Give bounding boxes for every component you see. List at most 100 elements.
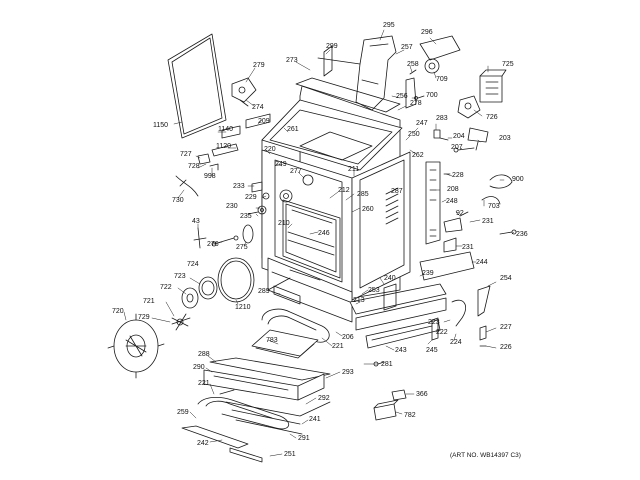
part-label-231-lower: 231 [462,244,474,251]
part-label-253: 253 [368,287,380,294]
part-label-231-upper: 231 [482,218,494,225]
part-label-211: 211 [348,166,360,173]
part-label-243: 243 [395,347,407,354]
part-label-247: 247 [416,120,428,127]
part-label-257: 257 [401,44,413,51]
part-label-279: 279 [253,62,265,69]
part-label-273: 273 [286,57,298,64]
part-label-288: 288 [198,351,210,358]
left-mid-components [211,181,270,247]
part-label-235: 235 [240,213,252,220]
part-label-260: 260 [362,206,374,213]
part-label-206: 206 [342,334,354,341]
part-label-728: 728 [188,163,200,170]
part-label-259: 259 [177,409,189,416]
part-label-293: 293 [342,369,354,376]
part-label-1150: 1150 [153,122,169,129]
part-label-900: 900 [512,176,524,183]
part-label-256: 256 [396,93,408,100]
part-label-245: 245 [426,347,438,354]
part-label-240: 240 [384,275,396,282]
part-label-276: 276 [207,241,219,248]
art-number: (ART NO. WB14397 C3) [450,452,521,459]
part-label-725: 725 [502,61,514,68]
part-label-296: 296 [421,29,433,36]
part-label-227: 227 [500,324,512,331]
part-label-92: 92 [456,210,464,217]
part-label-299: 299 [326,43,338,50]
part-label-700: 700 [426,92,438,99]
part-label-262: 262 [412,152,424,159]
part-label-724: 724 [187,261,199,268]
part-label-281: 281 [381,361,393,368]
part-label-703: 703 [488,203,500,210]
part-label-43: 43 [192,218,200,225]
part-label-277: 277 [290,168,302,175]
part-label-283: 283 [436,115,448,122]
part-label-241: 241 [309,416,321,423]
part-label-291: 291 [298,435,310,442]
part-label-722: 722 [160,284,172,291]
part-label-292: 292 [318,395,330,402]
part-label-224: 224 [450,339,462,346]
part-label-261: 261 [287,126,299,133]
part-label-212: 212 [338,187,350,194]
door-gasket [167,33,227,139]
part-label-1210: 1210 [235,304,251,311]
part-label-285: 285 [357,191,369,198]
part-label-248: 248 [446,198,458,205]
part-label-1140: 1140 [218,126,234,133]
part-label-723: 723 [174,273,186,280]
part-label-720: 720 [112,308,124,315]
part-label-290: 290 [193,364,205,371]
lower-frame-components [273,251,491,367]
part-label-203: 203 [499,135,511,142]
part-label-998: 998 [204,173,216,180]
part-label-295: 295 [383,22,395,29]
right-side-components [425,127,517,253]
part-label-209: 209 [258,118,270,125]
part-label-229: 229 [245,194,257,201]
part-label-721: 721 [143,298,155,305]
part-label-213: 213 [353,297,365,304]
left-small-components [175,77,271,249]
part-label-221-upper: 221 [332,343,344,350]
part-label-730: 730 [172,197,184,204]
part-label-782: 782 [404,412,416,419]
part-label-233: 233 [233,183,245,190]
part-label-220: 220 [264,146,276,153]
upper-right-components [409,35,507,119]
convection-fan-assembly [107,257,255,379]
part-label-246: 246 [318,230,330,237]
part-label-207: 207 [451,144,463,151]
part-label-783: 783 [266,337,278,344]
part-label-228: 228 [452,172,464,179]
part-label-250: 250 [408,131,420,138]
part-label-275: 275 [236,244,248,251]
part-label-254: 254 [500,275,512,282]
part-label-729: 729 [138,314,150,321]
misc-lower-right-parts [373,389,407,421]
part-label-239: 239 [422,270,434,277]
part-label-289: 289 [258,288,270,295]
oven-body [261,85,411,323]
part-label-230: 230 [226,203,238,210]
part-label-249: 249 [275,161,287,168]
part-label-208: 208 [447,186,459,193]
part-label-274: 274 [252,104,264,111]
part-label-204: 204 [453,133,465,140]
part-label-242: 242 [197,440,209,447]
part-label-226: 226 [500,344,512,351]
part-label-223: 223 [428,319,440,326]
part-label-726: 726 [486,114,498,121]
part-label-287: 287 [391,188,403,195]
part-label-210: 210 [278,220,290,227]
part-label-221-lower: 221 [198,380,210,387]
part-label-278: 278 [410,100,422,107]
part-label-258: 258 [407,61,419,68]
part-label-236: 236 [516,231,528,238]
storage-drawer-assembly [203,357,331,435]
heating-elements [181,308,330,463]
